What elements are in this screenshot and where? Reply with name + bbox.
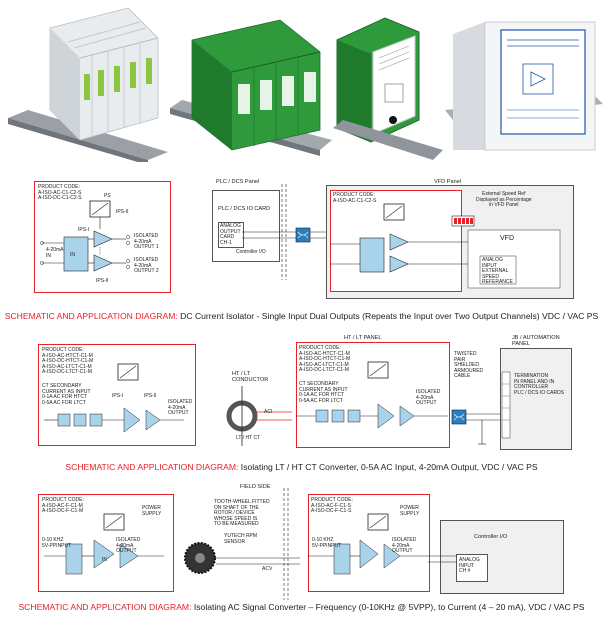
product-code-block-b: PRODUCT CODE: A-ISO-AC-C1-C2-S xyxy=(333,192,377,204)
white-din-module-photo xyxy=(445,21,603,151)
output-label-2b: ISOLATED 4-20mA OUTPUT xyxy=(416,389,441,407)
tooth-wheel-label: TOOTH-WHEEL FITTED ON SHAFT OF THE ROTOR… xyxy=(214,499,270,528)
schematic-diagram-3b xyxy=(308,513,428,575)
ct-input-label: CT SECONDARY CURRENT AS INPUT 0-1A AC FO… xyxy=(42,383,91,406)
tooth-wheel-sensor-diagram xyxy=(184,488,300,600)
ips1-label-2: IPS-I xyxy=(112,393,124,399)
cable-connection-2 xyxy=(451,409,500,445)
schematic-diagram-3 xyxy=(44,513,164,575)
input-label-3: 0-10 KHZ 5V-PPINPUT xyxy=(42,537,72,549)
ips1-label: IPS-I xyxy=(78,227,90,233)
jb-panel-title: JB / AUTOMATION PANEL xyxy=(512,335,560,347)
output-label-2: ISOLATED 4-20mA OUTPUT xyxy=(168,399,193,417)
vfd-panel-title: VFD Panel xyxy=(434,179,462,185)
product-code-block-2b: PRODUCT CODE: A-ISO-AC-HTCT-C1-M A-ISO-D… xyxy=(299,345,351,374)
analog-card-label: ANALOG OUTPUT CARD CH-1 xyxy=(220,223,241,246)
termination-label: TERMINATION IN PANEL AND IN CONTROLLER P… xyxy=(514,373,565,396)
schematic-diagram-1 xyxy=(40,200,130,272)
schematic-diagram-2 xyxy=(44,363,184,433)
ct-coil-diagram xyxy=(226,386,292,446)
caption-3: SCHEMATIC AND APPLICATION DIAGRAM: Isola… xyxy=(18,602,585,612)
ct-label: LT / HT CT xyxy=(236,435,261,441)
power-supply-label: POWER SUPPLY xyxy=(142,505,162,517)
controller-io-label-3: Controller I/O xyxy=(474,534,508,540)
output2-label: ISOLATED 4-20mA OUTPUT 2 xyxy=(134,257,159,275)
aci-label: ACI xyxy=(264,409,273,415)
sensor-label: YUTECH RPM SENSOR xyxy=(224,533,258,545)
input-label: 4-20mA IN xyxy=(46,247,64,259)
schematic-box-2 xyxy=(38,344,196,446)
controller-connection xyxy=(428,555,456,563)
jb-panel xyxy=(500,348,572,450)
acv-label: ACV xyxy=(262,566,273,572)
ps-label: PS xyxy=(104,193,111,199)
ct-input-label-b: CT SECONDARY CURRENT AS INPUT 0-1A AC FO… xyxy=(299,381,348,404)
cable-connection-1 xyxy=(242,184,328,280)
white-isolator-modules-photo xyxy=(8,7,168,162)
ht-panel-title: HT / LT PANEL xyxy=(344,335,382,341)
output-label-3b: ISOLATED 4-20mA OUTPUT xyxy=(392,537,417,555)
in-label: IN xyxy=(70,252,75,258)
product-code-block-3: PRODUCT CODE: A-ISO-AC-F-C1-M A-ISO-DC-F… xyxy=(42,497,84,515)
cable-label: TWISTED PAIR SHIELDED ARMOURED CABLE xyxy=(454,351,484,380)
analog-input-label: ANALOG INPUT CH # xyxy=(459,557,480,575)
plc-panel-title: PLC / DCS Panel xyxy=(216,179,260,185)
speed-ref-label: External Speed Ref Displayed as Percenta… xyxy=(476,191,532,209)
product-code-block-3b: PRODUCT CODE: A-ISO-AC-F-C1-S A-ISO-DC-F… xyxy=(311,497,353,515)
schematic-box-3 xyxy=(38,494,174,592)
ips2-label-2: IPS-II xyxy=(144,393,157,399)
ips2-label: IPS-II xyxy=(116,209,129,215)
caption-2: SCHEMATIC AND APPLICATION DIAGRAM: Isola… xyxy=(65,462,538,472)
ips2b-label: IPS-II xyxy=(96,278,109,284)
product-code-block: PRODUCT CODE: A-ISO-AC-C1-C2-S A-ISO-DC-… xyxy=(38,184,82,202)
schematic-diagram-2b xyxy=(296,361,448,429)
conductor-label: HT / LT CONDUCTOR xyxy=(232,371,269,383)
schematic-box-2b xyxy=(296,342,450,448)
controller-io-label: Controller I/O xyxy=(236,249,266,255)
plc-card-label: PLC / DCS IO CARD xyxy=(218,206,271,212)
vfd-label: VFD xyxy=(500,235,514,242)
schematic-diagram-1b xyxy=(330,203,561,289)
output1-label: ISOLATED 4-20mA OUTPUT 1 xyxy=(134,233,159,251)
terminal-strip xyxy=(501,371,511,439)
analog-input-box xyxy=(456,554,488,582)
green-din-module-photo xyxy=(333,17,443,160)
schematic-box-3b xyxy=(308,494,430,592)
analog-input-ref-label: ANALOG INPUT EXTERNAL SPEED REFERANCE xyxy=(482,257,513,286)
analog-card-box xyxy=(218,222,244,248)
in-label-3: IN xyxy=(102,557,107,563)
field-side-label: FIELD SIDE xyxy=(240,484,271,490)
product-code-block-2: PRODUCT CODE: A-ISO-AC-HTCT-C1-M A-ISO-D… xyxy=(42,347,94,376)
output-label-3: ISOLATED 4-20mA OUTPUT xyxy=(116,537,141,555)
caption-1: SCHEMATIC AND APPLICATION DIAGRAM: DC Cu… xyxy=(4,311,599,321)
green-isolator-modules-photo xyxy=(170,19,332,156)
input-label-3b: 0-10 KHZ 5V-PPINPUT xyxy=(312,537,342,549)
power-supply-label-b: POWER SUPPLY xyxy=(400,505,420,517)
